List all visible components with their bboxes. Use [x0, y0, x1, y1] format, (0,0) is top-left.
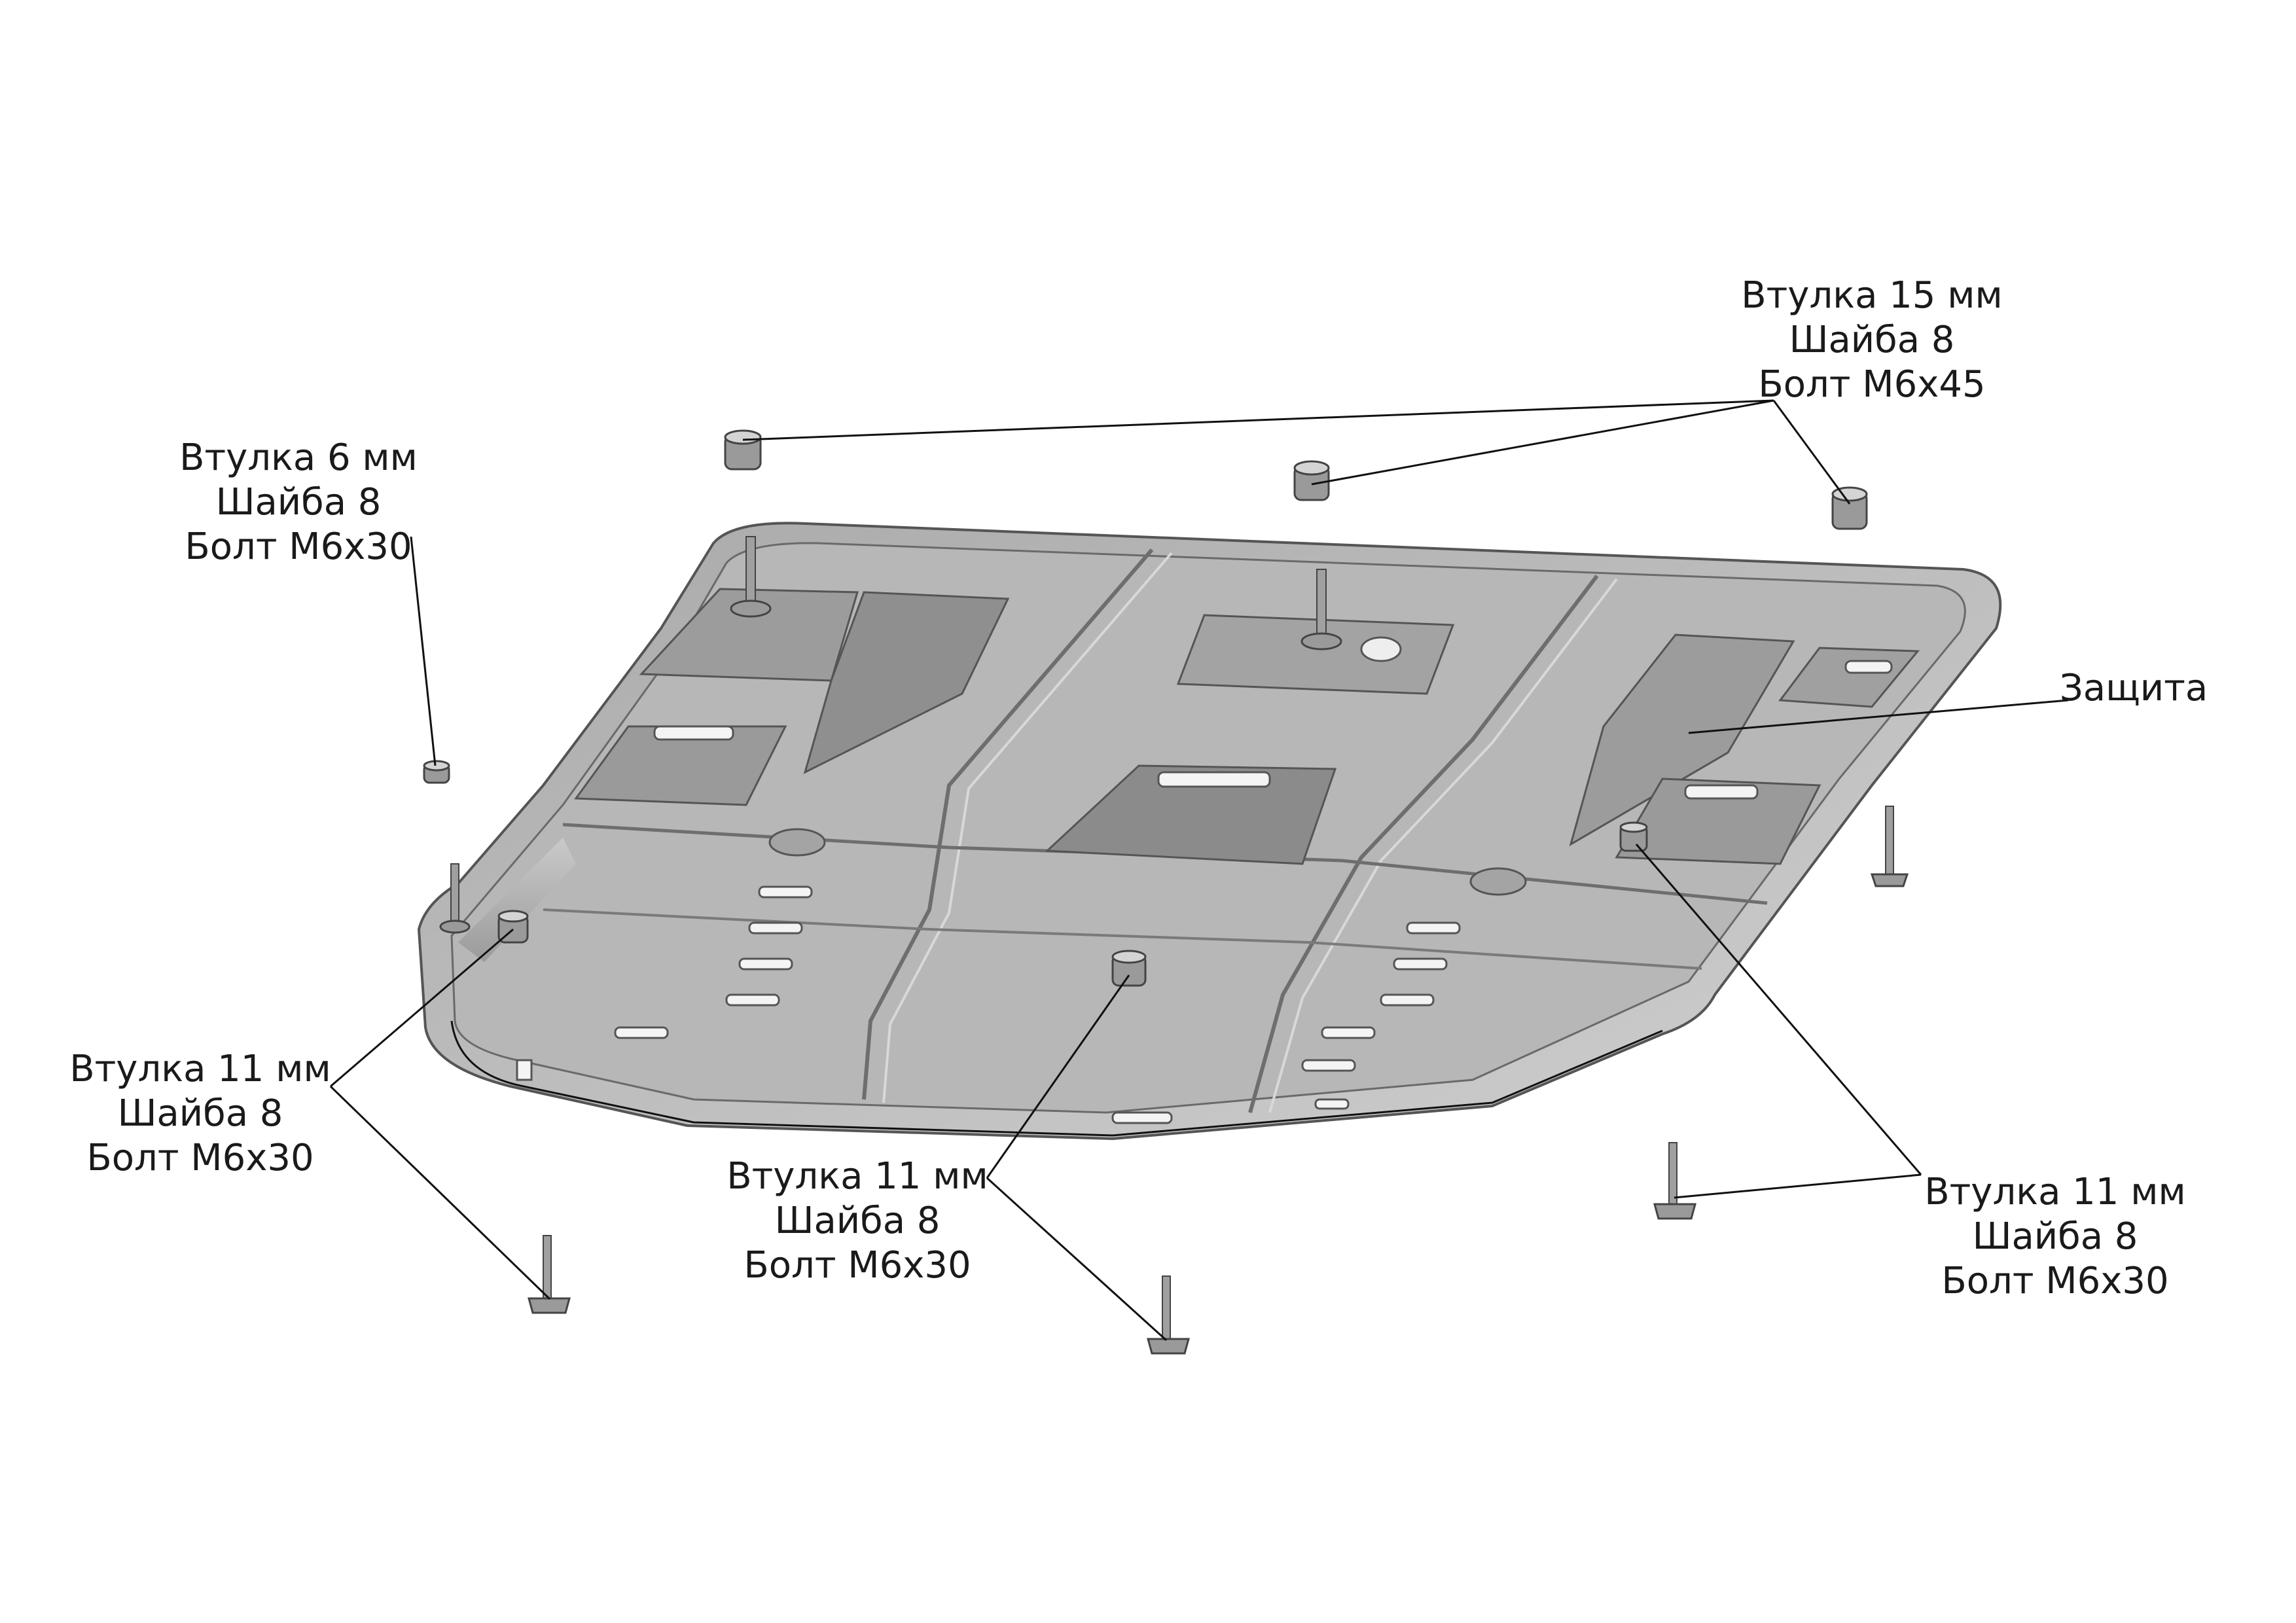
label-guard-text: Защита — [2060, 667, 2208, 709]
sleeve-15mm-3 — [1831, 486, 1868, 530]
label-guard: Защита — [2060, 667, 2208, 709]
label-washer: Шайба 8 — [118, 1092, 283, 1135]
label-sleeve: Втулка 11 мм — [726, 1155, 988, 1198]
label-bolt: Болт М6х45 — [1758, 363, 1985, 406]
bolt-right-side — [1870, 806, 1909, 887]
sleeve-11mm-center — [1111, 950, 1147, 987]
label-bolt: Болт М6х30 — [185, 526, 412, 568]
leader-lines — [329, 399, 2069, 1342]
bolt-top-left — [730, 536, 772, 618]
label-washer: Шайба 8 — [216, 481, 382, 524]
sleeve-6mm — [423, 760, 450, 784]
bolt-left-front — [439, 863, 471, 934]
label-sleeve: Втулка 11 мм — [1924, 1171, 2185, 1213]
bolt-bottom-left — [528, 1235, 571, 1314]
skid-plate — [417, 522, 2002, 1141]
label-bolt: Болт М6х30 — [86, 1137, 314, 1179]
sleeve-15mm-1 — [724, 429, 762, 471]
label-sleeve: Втулка 15 мм — [1741, 274, 2002, 317]
label-washer: Шайба 8 — [1789, 319, 1955, 361]
label-bottom-left: Втулка 11 мм Шайба 8 Болт М6х30 — [69, 1048, 331, 1179]
sleeve-11mm-right — [1619, 821, 1648, 852]
label-bolt: Болт М6х30 — [1941, 1260, 2168, 1302]
sleeve-15mm-2 — [1293, 460, 1330, 501]
label-top-left: Втулка 6 мм Шайба 8 Болт М6х30 — [179, 437, 418, 568]
bolt-bottom-right — [1653, 1142, 1696, 1220]
label-washer: Шайба 8 — [1973, 1215, 2138, 1258]
label-bottom-right: Втулка 11 мм Шайба 8 Болт М6х30 — [1924, 1171, 2185, 1302]
label-washer: Шайба 8 — [775, 1200, 941, 1242]
bolt-bottom-center — [1147, 1275, 1190, 1355]
label-bolt: Болт М6х30 — [744, 1244, 971, 1287]
label-sleeve: Втулка 6 мм — [179, 437, 418, 479]
label-bottom-center: Втулка 11 мм Шайба 8 Болт М6х30 — [726, 1155, 988, 1287]
label-top-right: Втулка 15 мм Шайба 8 Болт М6х45 — [1741, 274, 2002, 406]
bolt-top-center — [1300, 569, 1342, 651]
label-sleeve: Втулка 11 мм — [69, 1048, 331, 1090]
